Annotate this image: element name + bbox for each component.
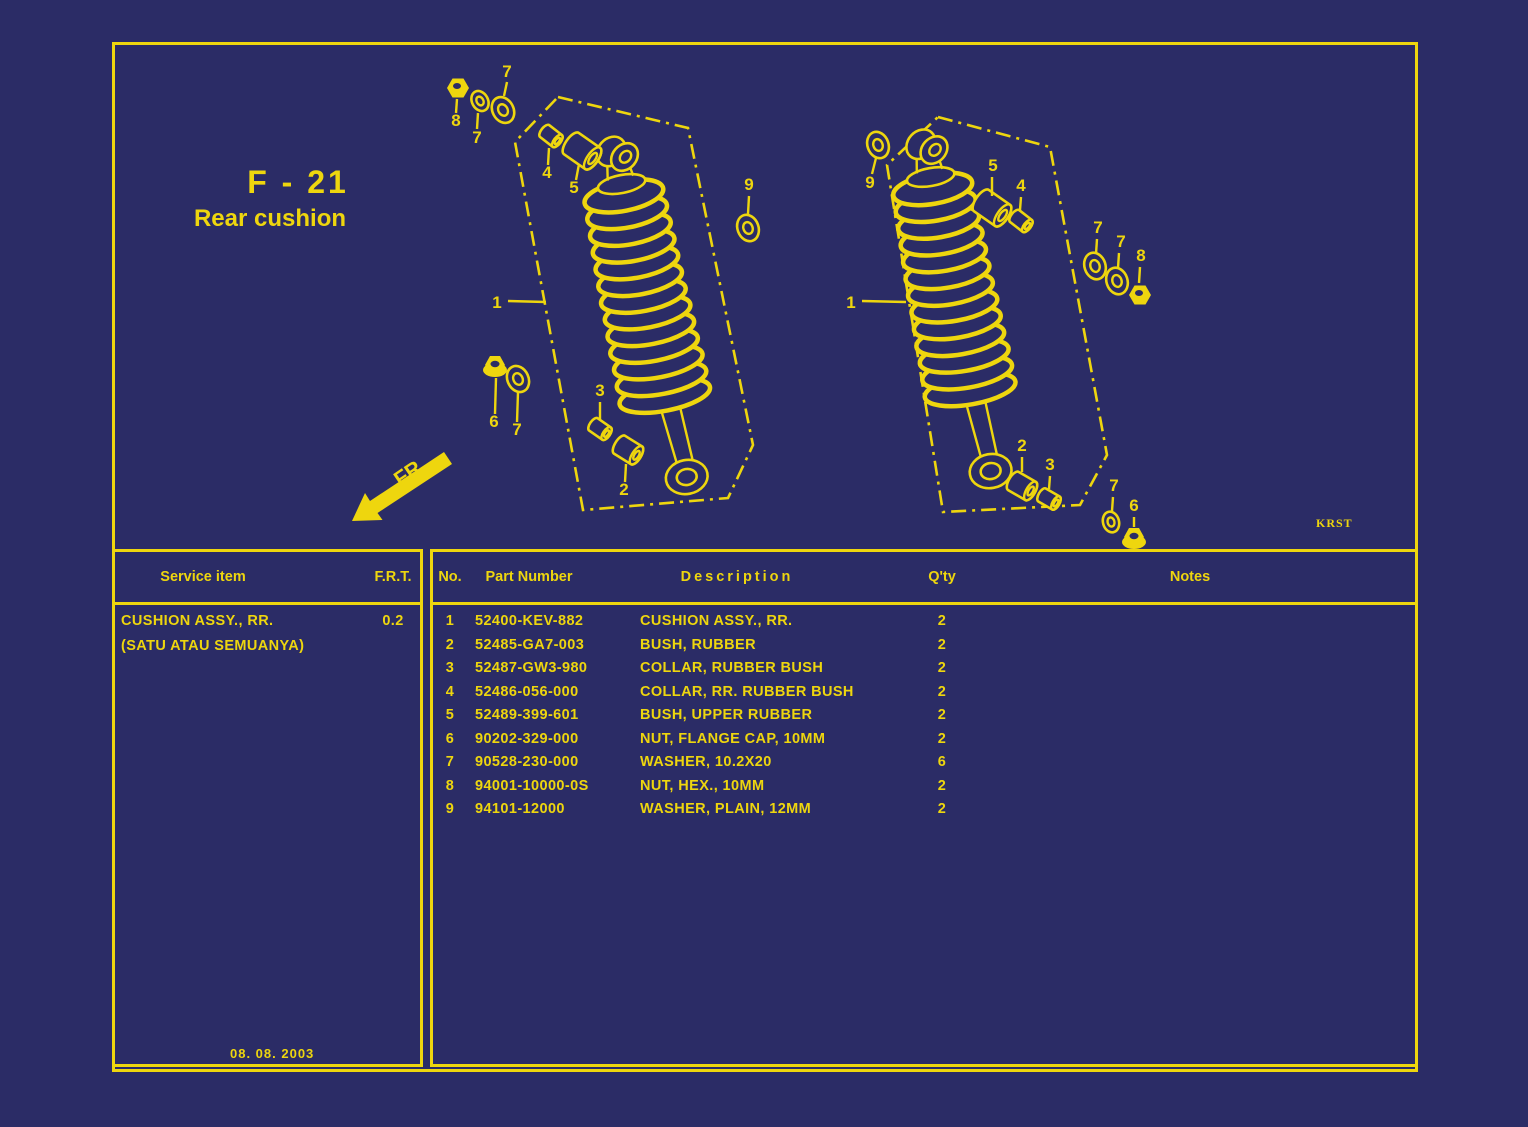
table-row: 3 52487-GW3-980 COLLAR, RUBBER BUSH 2	[433, 660, 1415, 684]
col-notes: Notes	[1169, 569, 1211, 585]
no-cell: 8	[445, 777, 455, 794]
qty-cell: 2	[937, 777, 947, 794]
no-cell: 4	[445, 683, 455, 700]
qty-cell: 2	[937, 707, 947, 723]
table-row: 5 52489-399-601 BUSH, UPPER RUBBER 2	[433, 707, 1415, 731]
part-number-cell: 52485-GA7-003	[475, 636, 585, 653]
description-cell: BUSH, RUBBER	[640, 636, 756, 653]
qty-cell: 6	[937, 754, 947, 770]
part-number-cell: 52489-399-601	[475, 707, 579, 723]
no-cell: 9	[445, 801, 455, 817]
col-description: Description	[680, 569, 794, 585]
page-code: F - 21	[247, 164, 349, 200]
qty-cell: 2	[937, 660, 947, 676]
no-cell: 7	[445, 754, 455, 770]
part-number-cell: 90202-329-000	[475, 730, 579, 747]
description-cell: NUT, FLANGE CAP, 10MM	[640, 730, 826, 747]
header-rule	[433, 602, 1415, 605]
no-cell: 2	[445, 636, 455, 653]
description-cell: CUSHION ASSY., RR.	[640, 613, 793, 629]
part-number-cell: 52400-KEV-882	[475, 613, 584, 629]
service-item-value: CUSHION ASSY., RR.	[121, 613, 274, 629]
frt-value: 0.2	[382, 613, 404, 629]
description-cell: NUT, HEX., 10MM	[640, 777, 765, 794]
part-number-cell: 94101-12000	[475, 801, 565, 817]
description-cell: BUSH, UPPER RUBBER	[640, 707, 813, 723]
no-cell: 3	[445, 660, 455, 676]
qty-cell: 2	[937, 683, 947, 700]
part-number-cell: 94001-10000-0S	[475, 777, 589, 794]
col-service-item: Service item	[160, 569, 246, 585]
service-item-panel: Service item F.R.T. CUSHION ASSY., RR. 0…	[112, 549, 423, 1067]
service-item-value: (SATU ATAU SEMUANYA)	[121, 638, 305, 654]
no-cell: 5	[445, 707, 455, 723]
service-row: (SATU ATAU SEMUANYA)	[115, 638, 420, 663]
parts-list-panel: No. Part Number Description Q'ty Notes 1…	[430, 549, 1418, 1067]
col-qty: Q'ty	[928, 569, 956, 585]
service-row: CUSHION ASSY., RR. 0.2	[115, 613, 420, 638]
table-row: 6 90202-329-000 NUT, FLANGE CAP, 10MM 2	[433, 731, 1415, 755]
part-number-cell: 52486-056-000	[475, 683, 579, 700]
table-row: 2 52485-GA7-003 BUSH, RUBBER 2	[433, 637, 1415, 661]
table-row: 7 90528-230-000 WASHER, 10.2X20 6	[433, 754, 1415, 778]
qty-cell: 2	[937, 730, 947, 747]
qty-cell: 2	[937, 801, 947, 817]
qty-cell: 2	[937, 613, 947, 629]
parts-rows: 1 52400-KEV-882 CUSHION ASSY., RR. 2 2 52485-…	[433, 613, 1415, 825]
part-number-cell: 52487-GW3-980	[475, 660, 588, 676]
table-row: 1 52400-KEV-882 CUSHION ASSY., RR. 2	[433, 613, 1415, 637]
col-frt: F.R.T.	[374, 569, 412, 585]
table-row: 4 52486-056-000 COLLAR, RR. RUBBER BUSH 2	[433, 684, 1415, 708]
description-cell: COLLAR, RUBBER BUSH	[640, 660, 824, 676]
revision-date: 08. 08. 2003	[230, 1046, 315, 1061]
qty-cell: 2	[937, 636, 947, 653]
watermark: KRST	[1316, 516, 1353, 530]
no-cell: 6	[445, 730, 455, 747]
description-cell: COLLAR, RR. RUBBER BUSH	[640, 683, 854, 700]
header-rule	[115, 602, 420, 605]
page-title: Rear cushion	[193, 205, 347, 232]
table-row: 9 94101-12000 WASHER, PLAIN, 12MM 2	[433, 801, 1415, 825]
description-cell: WASHER, 10.2X20	[640, 754, 772, 770]
no-cell: 1	[445, 613, 455, 629]
table-row: 8 94001-10000-0S NUT, HEX., 10MM 2	[433, 778, 1415, 802]
col-part-number: Part Number	[485, 569, 573, 585]
col-no: No.	[438, 569, 462, 585]
description-cell: WASHER, PLAIN, 12MM	[640, 801, 812, 817]
part-number-cell: 90528-230-000	[475, 754, 579, 770]
